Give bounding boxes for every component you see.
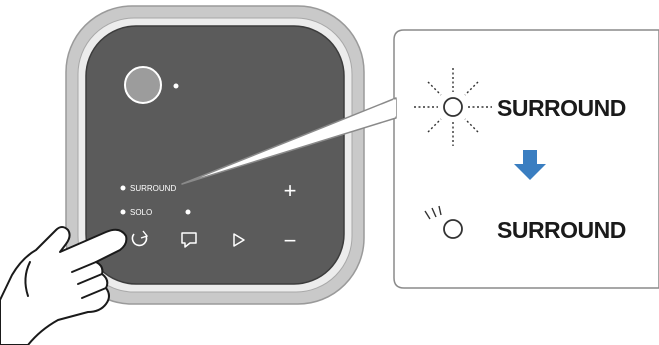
speaker-control-panel [65,5,365,305]
down-arrow-icon [514,150,546,180]
mode-cycle-icon[interactable] [131,230,149,247]
lit-led-icon [424,205,463,239]
power-indicator-led [173,83,179,89]
volume-up-button[interactable]: + [284,178,297,203]
play-icon[interactable] [233,233,245,247]
speech-bubble-icon[interactable] [181,232,197,248]
voice-indicator-led [185,209,191,215]
surround-panel-label: SURROUND [130,184,176,193]
surround-lit-label: SURROUND [497,217,626,243]
solo-indicator-led [120,209,126,215]
surround-blinking-label: SURROUND [497,95,626,121]
solo-panel-label: SOLO [130,208,152,217]
volume-down-button[interactable]: − [284,228,297,253]
power-button[interactable] [124,66,162,104]
blinking-led-icon [414,68,492,146]
pointing-hand-icon [0,226,128,345]
surround-indicator-led [120,185,126,191]
